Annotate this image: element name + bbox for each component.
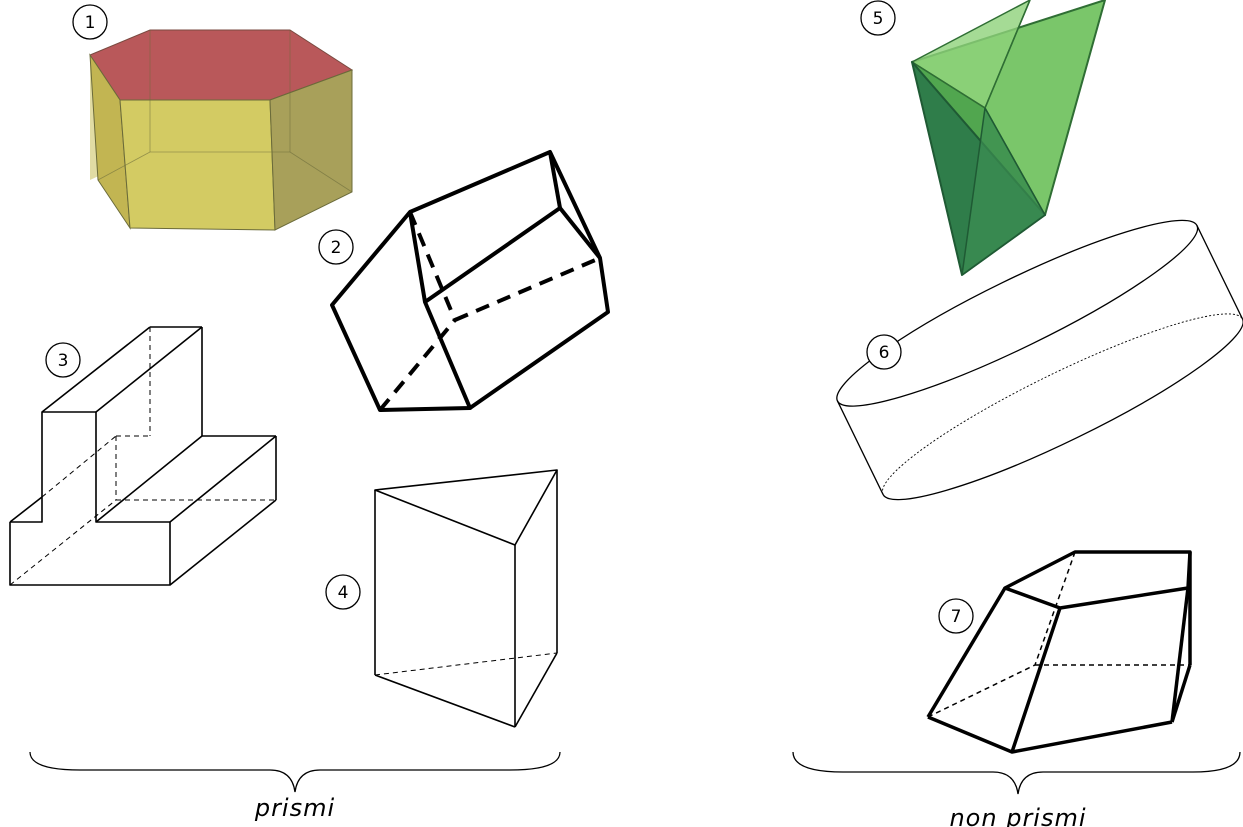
figure-4-triangular-prism: 4 [325,469,558,728]
figure-7-number: 7 [951,607,962,627]
figure-2-number: 2 [331,238,342,258]
group-label-non-prismi: non prismi [949,804,1086,827]
figure-3-t-prism: 3 [9,326,277,586]
group-label-prismi: prismi [254,794,335,822]
figure-1-hexagonal-prism: 1 [72,4,354,231]
figure-4-number: 4 [338,583,349,603]
figure-1-number: 1 [85,13,96,33]
figure-2-pentagonal-prism: 2 [318,150,610,412]
figure-7-frustum: 7 [926,550,1192,754]
left-brace [29,751,561,793]
right-brace [792,751,1241,795]
figure-6-cylinder: 6 [836,219,1243,501]
figure-6-number: 6 [879,343,890,363]
figure-3-number: 3 [58,351,69,371]
figure-5-pyramid: 5 [860,0,1106,276]
figure-5-number: 5 [873,9,884,29]
